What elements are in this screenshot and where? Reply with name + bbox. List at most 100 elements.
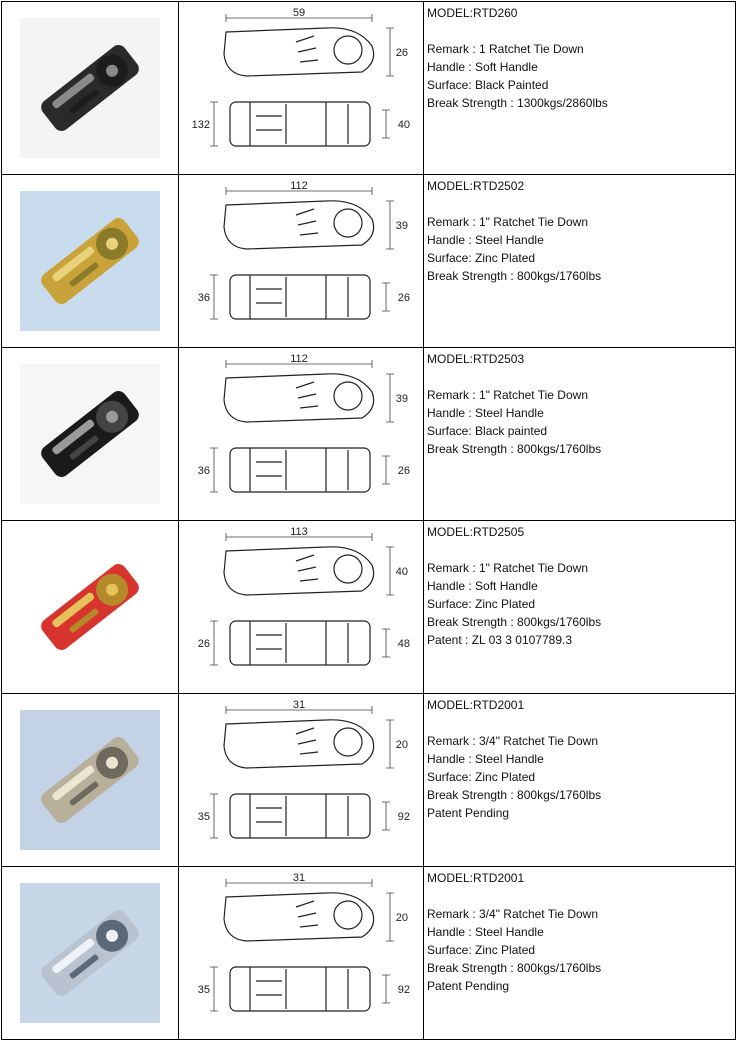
product-row-1: 59 26 132 40 MODEL:RTD260 Remark : 1 Rat… [1, 1, 736, 175]
technical-drawing-cell: 31 20 35 92 [178, 693, 424, 867]
model-name: MODEL:RTD2001 [427, 871, 525, 885]
dimension-label-right-upper: 39 [396, 220, 408, 232]
ratchet-photo [20, 364, 160, 504]
spec-line: Surface: Zinc Plated [427, 597, 536, 611]
product-info-cell: MODEL:RTD260 Remark : 1 Ratchet Tie Down… [423, 1, 736, 175]
spec-line: Patent Pending [427, 806, 510, 820]
dimension-label-right-upper: 26 [396, 47, 408, 59]
product-row-5: 31 20 35 92 MODEL:RTD2001 Remark : 3/4" … [1, 693, 736, 867]
technical-drawing-cell: 113 40 26 48 [178, 520, 424, 694]
ratchet-buckle-icon [41, 910, 139, 996]
technical-drawing: 113 40 26 48 [198, 526, 410, 666]
spec-line: Break Strength : 1300kgs/2860lbs [427, 96, 608, 110]
product-info-cell: MODEL:RTD2503 Remark : 1" Ratchet Tie Do… [423, 347, 736, 521]
spec-line: Handle : Soft Handle [427, 579, 538, 593]
spec-line: Patent Pending [427, 979, 510, 993]
spec-line: Handle : Soft Handle [427, 60, 538, 74]
technical-drawing-cell: 59 26 132 40 [178, 1, 424, 175]
spec-line: Remark : 1 Ratchet Tie Down [427, 42, 584, 56]
dimension-label-left-lower: 35 [198, 811, 210, 823]
dimension-label-right-upper: 40 [396, 566, 408, 578]
dimension-label-left-lower: 36 [198, 292, 210, 304]
spec-line: Handle : Steel Handle [427, 752, 544, 766]
product-photo-cell [1, 347, 179, 521]
spec-line: Break Strength : 800kgs/1760lbs [427, 788, 602, 802]
dimension-label-right-lower: 40 [398, 119, 410, 131]
spec-line: Remark : 1" Ratchet Tie Down [427, 388, 588, 402]
technical-drawing: 31 20 35 92 [198, 872, 410, 1012]
spec-line: Break Strength : 800kgs/1760lbs [427, 615, 602, 629]
technical-drawing-cell: 112 39 36 26 [178, 174, 424, 348]
ratchet-photo [20, 18, 160, 158]
dimension-label-right-lower: 48 [398, 638, 410, 650]
product-row-6: 31 20 35 92 MODEL:RTD2001 Remark : 3/4" … [1, 866, 736, 1040]
dimension-label-top: 113 [290, 526, 308, 538]
technical-drawing: 112 39 36 26 [198, 180, 410, 320]
technical-drawing: 112 39 36 26 [198, 353, 410, 493]
spec-line: Break Strength : 800kgs/1760lbs [427, 269, 602, 283]
product-photo-cell [1, 1, 179, 175]
dimension-label-left-lower: 26 [198, 638, 210, 650]
product-info-cell: MODEL:RTD2505 Remark : 1" Ratchet Tie Do… [423, 520, 736, 694]
ratchet-buckle-icon [41, 218, 139, 304]
dimension-label-right-lower: 92 [398, 984, 410, 996]
product-row-3: 112 39 36 26 MODEL:RTD2503 Remark : 1" R… [1, 347, 736, 521]
technical-drawing: 31 20 35 92 [198, 699, 410, 839]
dimension-label-left-lower: 132 [192, 119, 210, 131]
dimension-label-top: 31 [293, 872, 305, 884]
ratchet-buckle-icon [41, 737, 139, 823]
product-photo-cell [1, 174, 179, 348]
product-info-cell: MODEL:RTD2001 Remark : 3/4" Ratchet Tie … [423, 693, 736, 867]
dimension-label-left-lower: 36 [198, 465, 210, 477]
model-name: MODEL:RTD2505 [427, 525, 525, 539]
dimension-label-right-upper: 39 [396, 393, 408, 405]
model-name: MODEL:RTD2001 [427, 698, 525, 712]
spec-line: Surface: Zinc Plated [427, 943, 536, 957]
product-info-cell: MODEL:RTD2502 Remark : 1" Ratchet Tie Do… [423, 174, 736, 348]
ratchet-buckle-icon [41, 391, 139, 477]
dimension-label-right-upper: 20 [396, 912, 408, 924]
dimension-label-left-lower: 35 [198, 984, 210, 996]
dimension-label-top: 31 [293, 699, 305, 711]
technical-drawing-cell: 112 39 36 26 [178, 347, 424, 521]
spec-line: Surface: Black painted [427, 424, 548, 438]
spec-line: Break Strength : 800kgs/1760lbs [427, 961, 602, 975]
dimension-label-right-lower: 26 [398, 465, 410, 477]
spec-line: Handle : Steel Handle [427, 406, 544, 420]
technical-drawing: 59 26 132 40 [192, 7, 410, 147]
product-row-4: 113 40 26 48 MODEL:RTD2505 Remark : 1" R… [1, 520, 736, 694]
spec-line: Remark : 3/4" Ratchet Tie Down [427, 907, 598, 921]
dimension-label-right-lower: 92 [398, 811, 410, 823]
ratchet-photo [20, 710, 160, 850]
spec-line: Handle : Steel Handle [427, 925, 544, 939]
spec-line: Patent : ZL 03 3 0107789.3 [427, 633, 573, 647]
dimension-label-top: 59 [293, 7, 305, 19]
dimension-label-right-upper: 20 [396, 739, 408, 751]
spec-line: Remark : 3/4" Ratchet Tie Down [427, 734, 598, 748]
spec-line: Remark : 1" Ratchet Tie Down [427, 215, 588, 229]
ratchet-photo [20, 537, 160, 677]
product-row-2: 112 39 36 26 MODEL:RTD2502 Remark : 1" R… [1, 174, 736, 348]
spec-line: Surface: Zinc Plated [427, 770, 536, 784]
spec-line: Remark : 1" Ratchet Tie Down [427, 561, 588, 575]
spec-line: Break Strength : 800kgs/1760lbs [427, 442, 602, 456]
spec-line: Handle : Steel Handle [427, 233, 544, 247]
spec-line: Surface: Zinc Plated [427, 251, 536, 265]
model-name: MODEL:RTD2502 [427, 179, 525, 193]
dimension-label-right-lower: 26 [398, 292, 410, 304]
dimension-label-top: 112 [290, 180, 308, 192]
ratchet-photo [20, 191, 160, 331]
ratchet-photo [20, 883, 160, 1023]
product-photo-cell [1, 866, 179, 1040]
model-name: MODEL:RTD2503 [427, 352, 525, 366]
product-info-cell: MODEL:RTD2001 Remark : 3/4" Ratchet Tie … [423, 866, 736, 1040]
spec-line: Surface: Black Painted [427, 78, 549, 92]
product-photo-cell [1, 520, 179, 694]
